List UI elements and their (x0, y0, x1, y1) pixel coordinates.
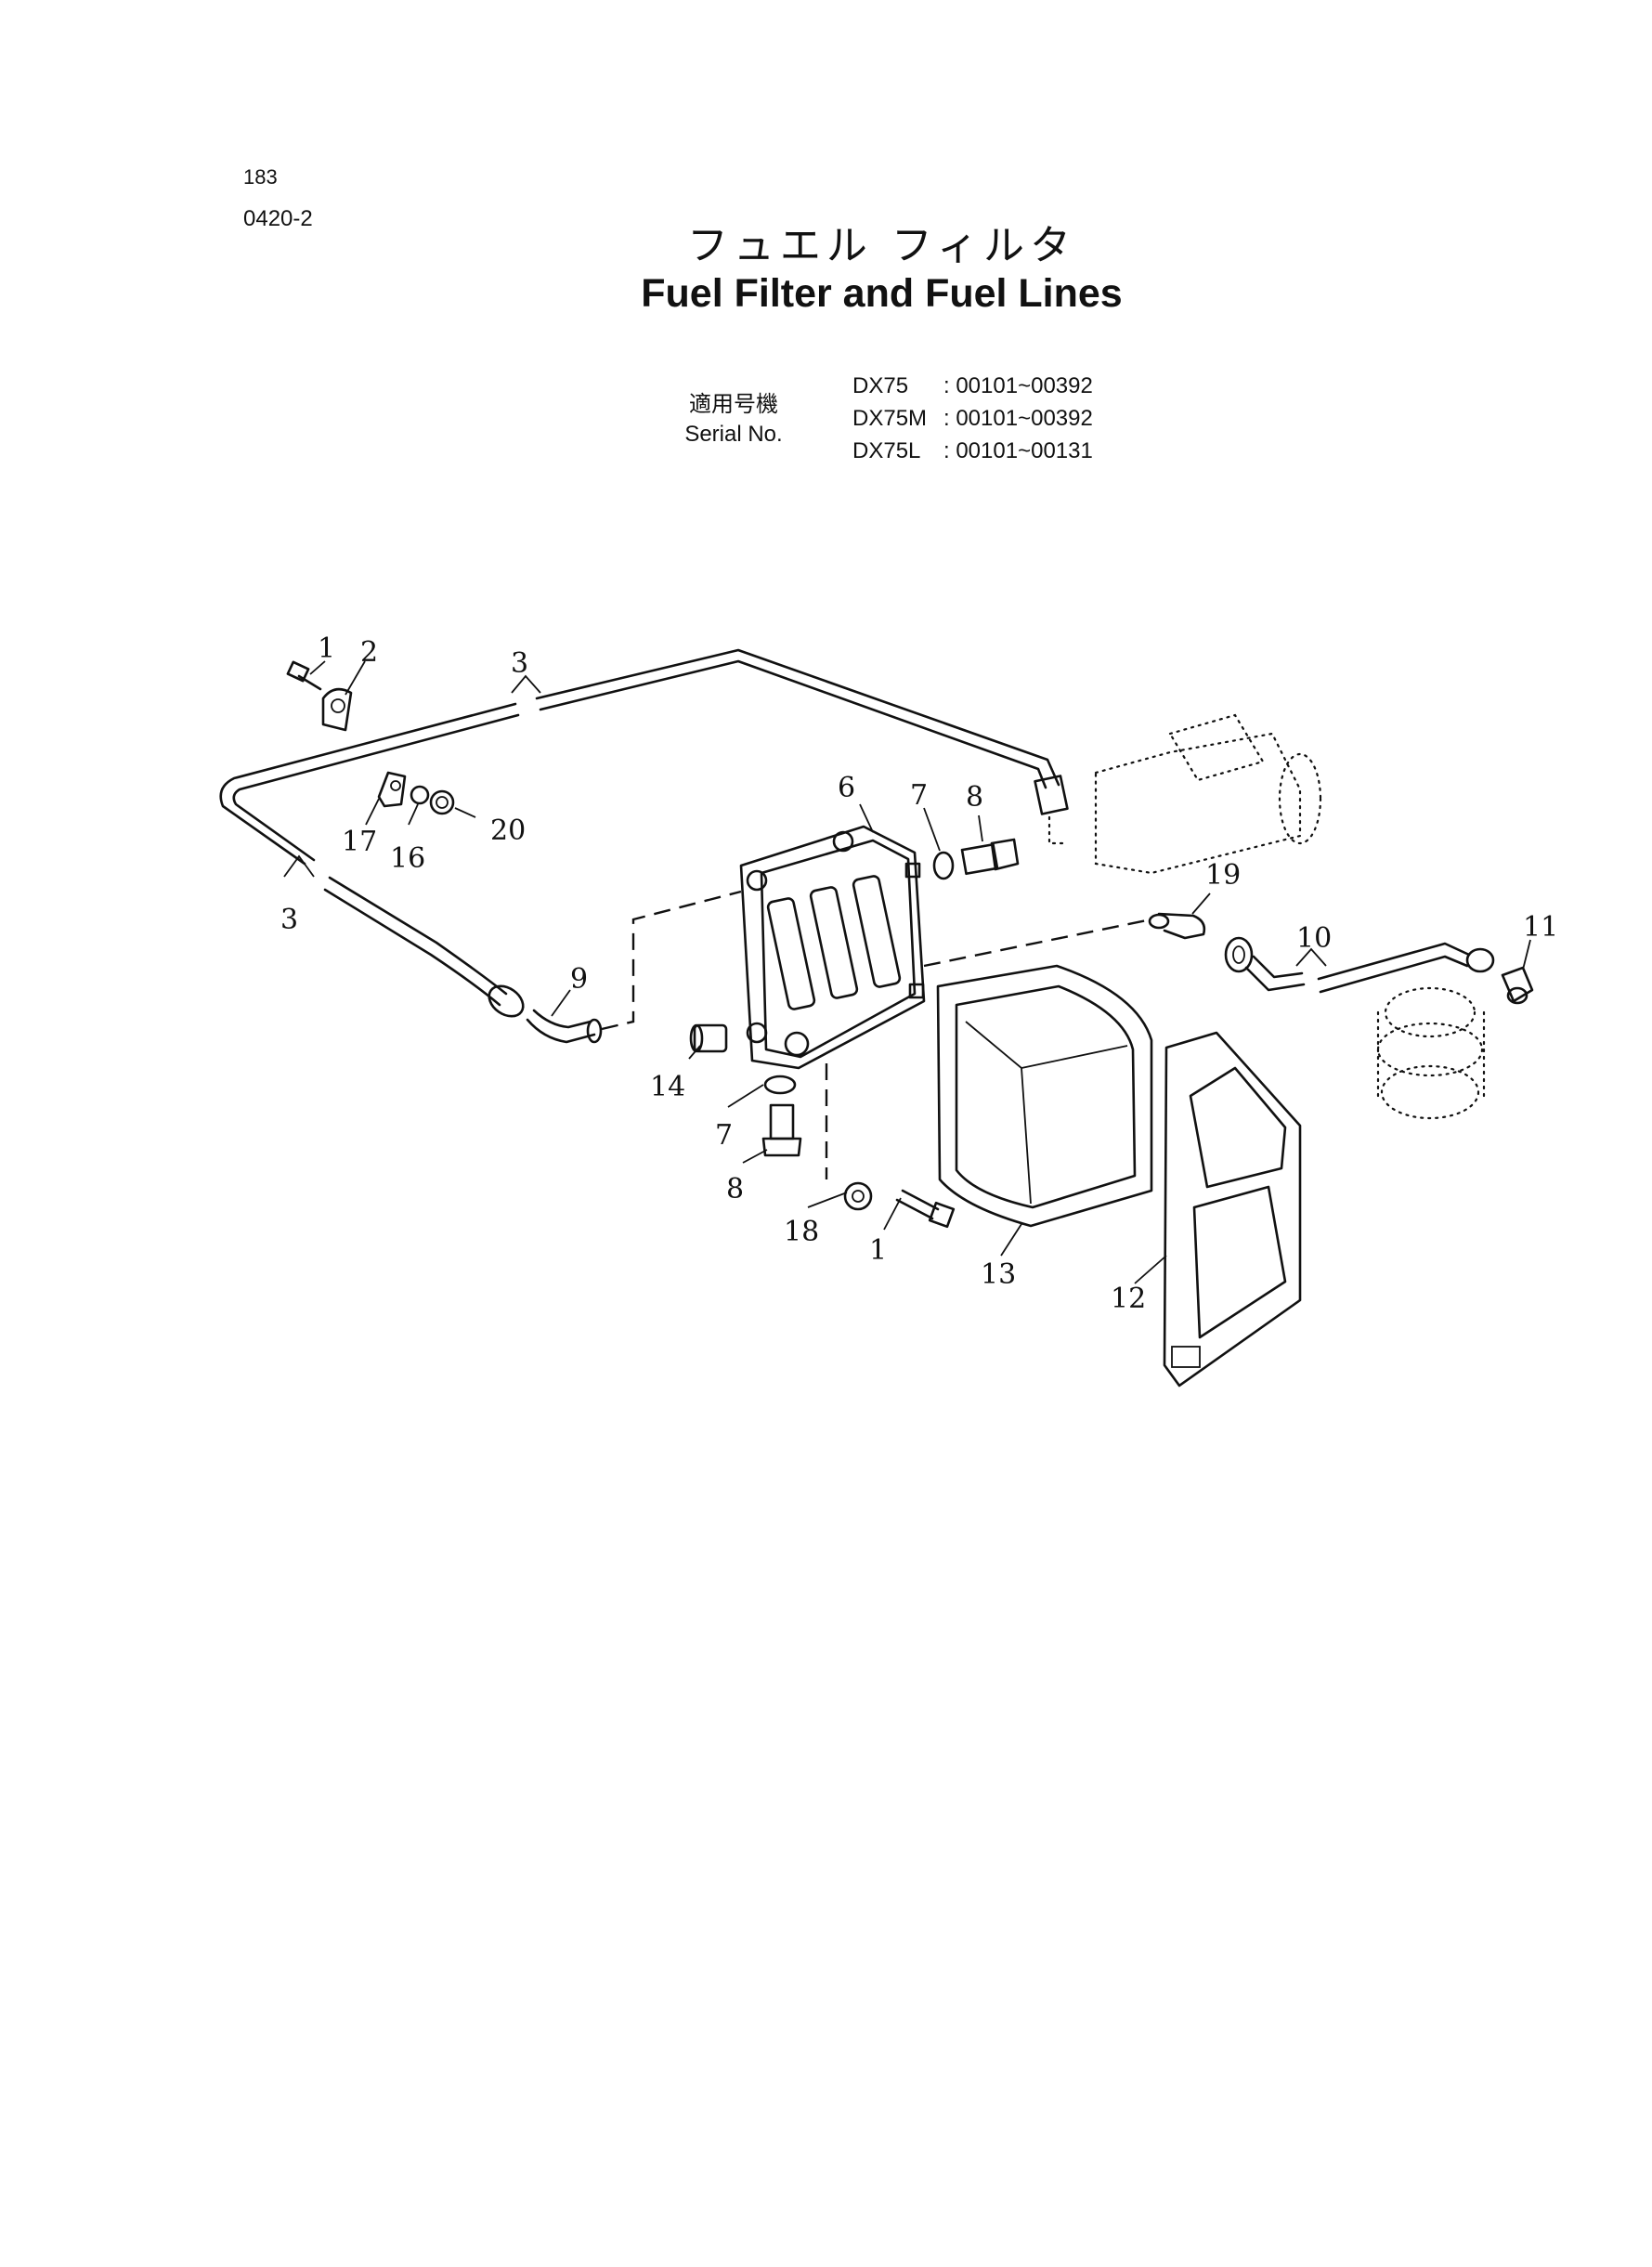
callout-6: 6 (838, 772, 855, 804)
serial-range: : 00101~00392 (943, 373, 1093, 398)
plug-14 (689, 1023, 728, 1053)
callout-19: 19 (1205, 859, 1241, 892)
page-number: 183 (243, 165, 278, 189)
filter-element (936, 964, 1153, 1228)
serial-label-en: Serial No. (684, 422, 783, 447)
serial-row: DX75L : 00101~00131 (852, 435, 1093, 467)
o-ring-and-bolt-top (932, 838, 1020, 880)
callout-11: 11 (1523, 911, 1558, 944)
serial-range: : 00101~00131 (943, 438, 1093, 463)
callout-3: 3 (511, 647, 528, 680)
fitting-19 (1148, 912, 1206, 940)
fuel-pipe-lower (323, 876, 525, 1018)
callout-18: 18 (784, 1216, 819, 1248)
serial-row: DX75M : 00101~00392 (852, 402, 1093, 435)
hose-9 (526, 1009, 603, 1044)
page-title: Fuel Filter and Fuel Lines (641, 271, 1123, 316)
callout-1: 1 (318, 632, 335, 665)
title-japanese: フュエル フィルタ (686, 222, 1077, 269)
serial-model: DX75 (852, 373, 909, 398)
hose-10 (1224, 936, 1495, 994)
bracket (1163, 1031, 1302, 1388)
serial-row: DX75 : 00101~00392 (852, 370, 1093, 402)
callout-2: 2 (360, 636, 378, 669)
callout-10: 10 (1296, 922, 1332, 955)
serial-label: 適用号機 Serial No. (659, 390, 808, 449)
assembly-lines (601, 890, 1152, 1179)
callout-7: 7 (910, 779, 928, 812)
phantom-feed-pump (1376, 986, 1486, 1120)
serial-table: DX75 : 00101~00392 DX75M : 00101~00392 DX7… (852, 370, 1093, 467)
callout-8-lower: 8 (726, 1173, 744, 1205)
filter-head (739, 825, 926, 1070)
callout-16: 16 (390, 842, 425, 875)
callout-20: 20 (490, 814, 526, 847)
elbow-11 (1501, 966, 1534, 1005)
callout-3-lower: 3 (280, 904, 298, 936)
nut-and-bolt-bottom (843, 1181, 956, 1229)
serial-label-ja: 適用号機 (689, 392, 778, 417)
callout-17: 17 (342, 826, 377, 858)
callout-9: 9 (570, 963, 588, 996)
callout-1-lower: 1 (869, 1234, 887, 1267)
callout-12: 12 (1111, 1283, 1146, 1315)
callout-8: 8 (966, 781, 983, 814)
phantom-injection-pump (1047, 713, 1322, 875)
clip-washer-nut (377, 771, 476, 818)
serial-model: DX75L (852, 438, 921, 463)
o-ring-and-bolt-bottom (761, 1075, 802, 1157)
callout-13: 13 (981, 1258, 1016, 1291)
callout-7-lower: 7 (715, 1119, 733, 1152)
callout-14: 14 (650, 1071, 685, 1103)
fuel-pipe-upper (219, 648, 1069, 866)
serial-model: DX75M (852, 406, 928, 431)
serial-range: : 00101~00392 (943, 406, 1093, 431)
bolt-and-clip (286, 660, 353, 732)
section-code: 0420-2 (243, 206, 313, 231)
leader-lines (283, 660, 1531, 1284)
